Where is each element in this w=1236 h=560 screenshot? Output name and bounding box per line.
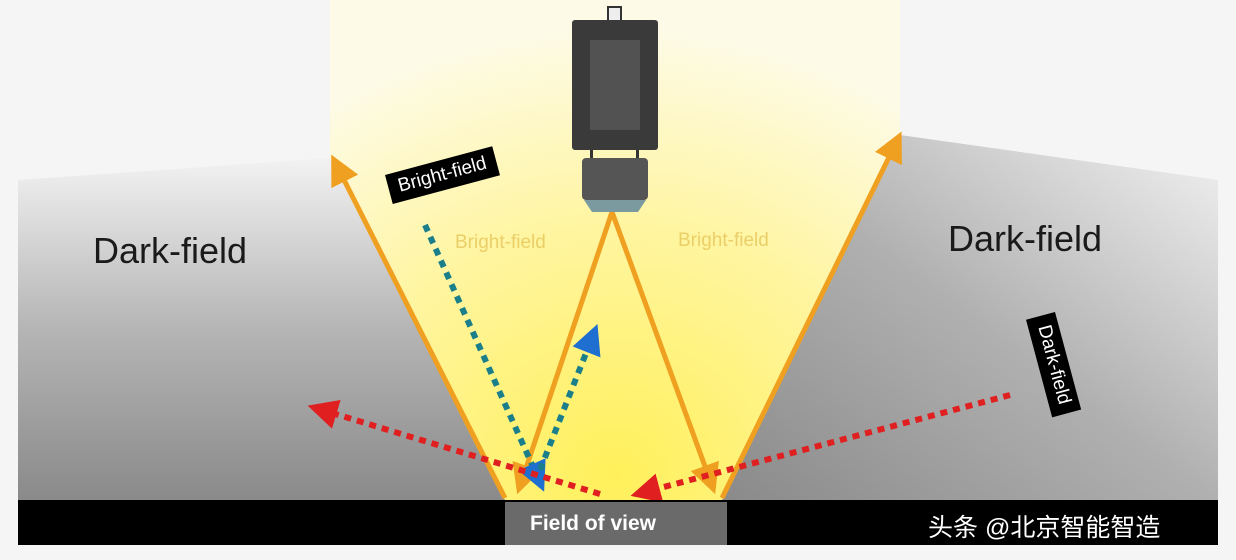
left-ray-arrow — [331, 154, 508, 500]
dark-field-left-label: Dark-field — [93, 230, 248, 271]
bright-field-faint-right: Bright-field — [678, 230, 769, 251]
dark-field-right-label: Dark-field — [948, 218, 1103, 259]
camera-icon — [572, 6, 658, 212]
bright-field-faint-left: Bright-field — [455, 232, 546, 253]
right-ray-arrow — [719, 131, 902, 500]
camera-ray-left — [512, 211, 615, 495]
bright-field-reflected-ray — [537, 324, 601, 472]
left-dark-region — [18, 158, 505, 500]
camera-ray-right — [609, 211, 719, 495]
dark-field-scatter-left — [307, 399, 601, 497]
dark-field-incident-right — [630, 392, 1011, 503]
bright-field-cone — [330, 0, 900, 500]
field-of-view-box — [505, 502, 727, 545]
watermark: 头条 @北京智能智造 — [928, 514, 1161, 542]
field-of-view-label: Field of view — [530, 512, 657, 535]
right-dark-region — [722, 135, 1218, 500]
